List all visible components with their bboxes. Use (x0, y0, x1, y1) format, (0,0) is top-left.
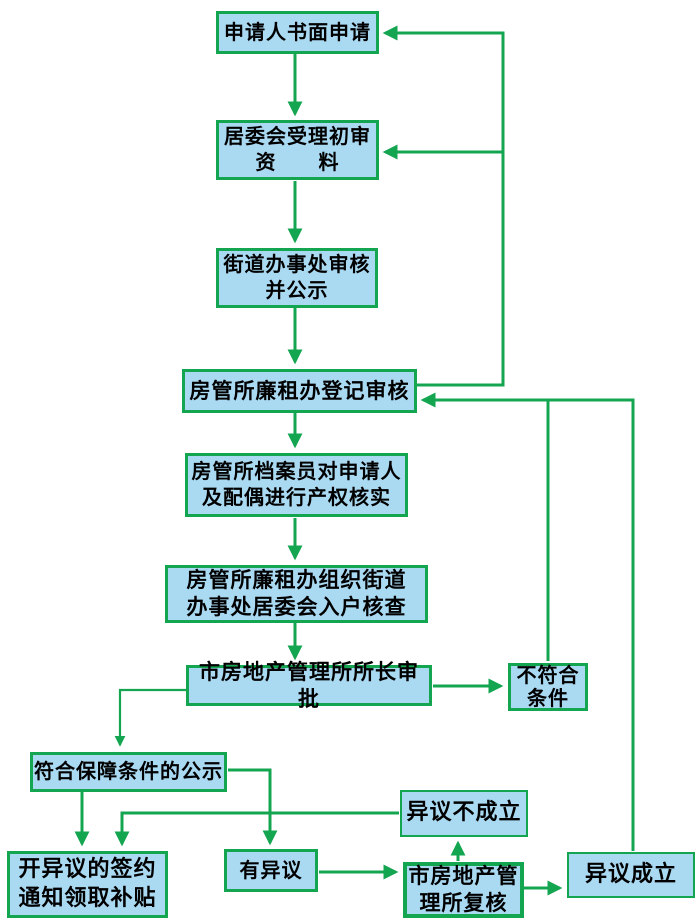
edge-rejected-to-sign (114, 811, 399, 847)
node-qualified-publicity: 符合保障条件的公示 (30, 752, 227, 792)
node-objection-rejected: 异议不成立 (400, 790, 528, 837)
node-household-verification: 房管所廉租办组织街道 办事处居委会入户核查 (165, 565, 428, 623)
edge-registration-to-applicant (382, 25, 505, 387)
edge-director-to-publicity (114, 688, 187, 747)
node-applicant-written-application: 申请人书面申请 (216, 11, 379, 54)
node-housing-office-registration-review: 房管所廉租办登记审核 (182, 369, 417, 413)
node-director-approval: 市房地产管理所所长审批 (186, 660, 432, 711)
node-not-qualified: 不符合 条件 (508, 663, 588, 711)
node-committee-initial-review: 居委会受理初审 资 料 (216, 120, 379, 180)
node-city-office-recheck: 市房地产管 理所复核 (403, 862, 524, 918)
node-street-office-review: 街道办事处审核 并公示 (216, 248, 378, 308)
edge-upheld-to-registration (420, 392, 635, 851)
node-has-objection: 有异议 (224, 849, 318, 892)
node-sign-notice-subsidy: 开异议的签约 通知领取补贴 (7, 851, 168, 918)
edge-publicity-to-objection (228, 768, 278, 846)
node-objection-upheld: 异议成立 (567, 852, 695, 898)
node-archivist-property-verification: 房管所档案员对申请人 及配偶进行产权核实 (185, 453, 408, 517)
